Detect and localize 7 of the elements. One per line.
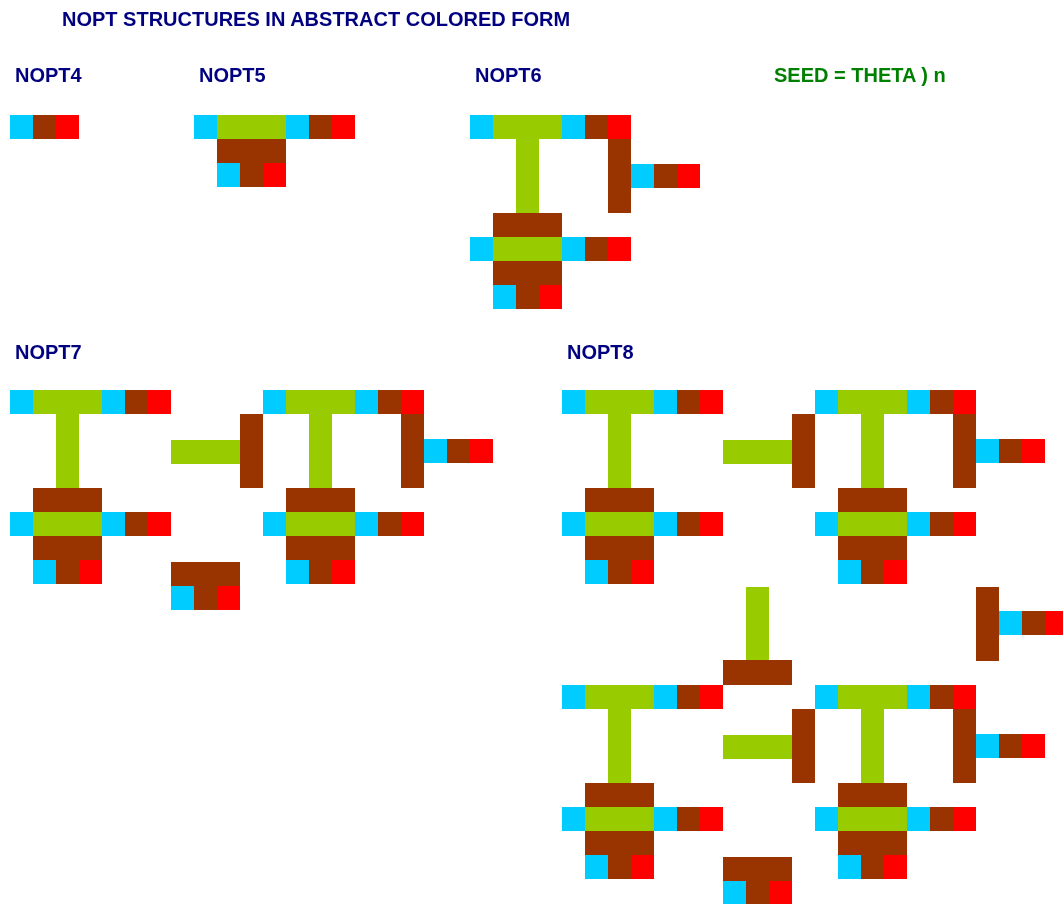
structure-label: NOPT6 [475,65,542,85]
structure-label: NOPT8 [567,342,634,362]
structure-label: NOPT7 [15,342,82,362]
formula-label: SEED = THETA ) n [774,65,946,85]
structure-label: NOPT4 [15,65,82,85]
title: NOPT STRUCTURES IN ABSTRACT COLORED FORM [62,9,571,29]
structure-label: NOPT5 [199,65,266,85]
